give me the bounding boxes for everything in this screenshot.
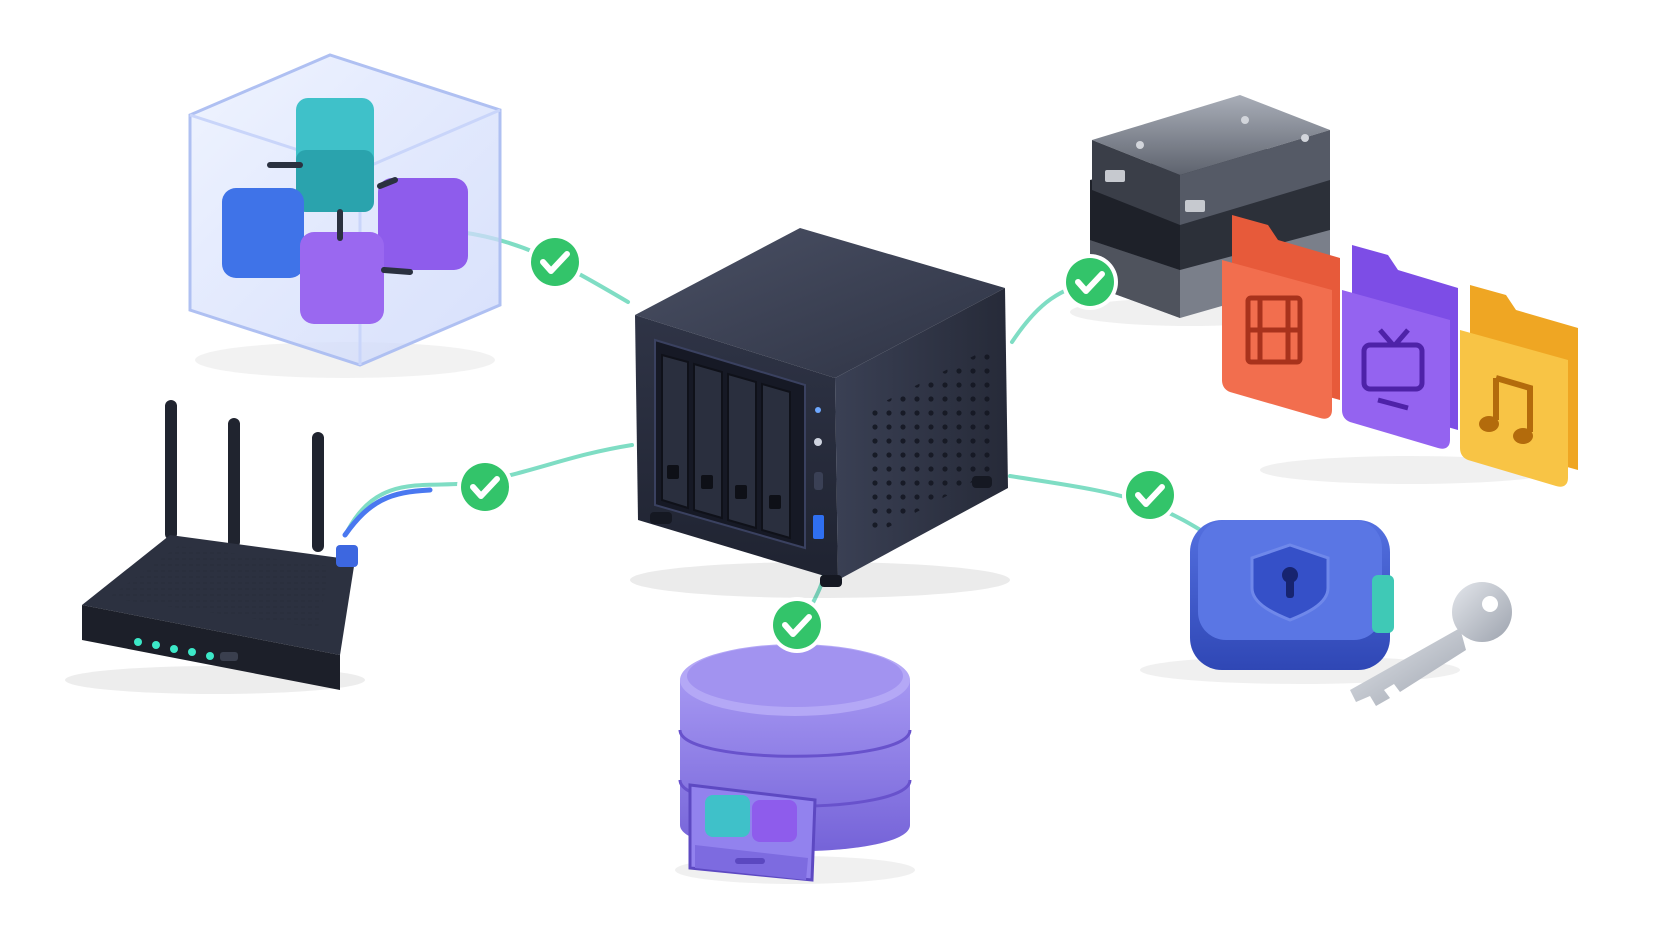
encrypted-key-icon [1140, 520, 1512, 706]
drive-bays [661, 353, 791, 540]
check-badge-containers [527, 234, 583, 290]
check-badge-drives [1062, 254, 1118, 310]
router-cable [342, 487, 433, 538]
check-badge-security [1122, 467, 1178, 523]
connection-status-badges [457, 234, 1178, 653]
film-icon [1245, 295, 1303, 365]
database-drawer-icon [675, 644, 915, 884]
container-cube-icon [188, 53, 502, 378]
check-badge-database [769, 597, 825, 653]
media-folders-icon [1222, 215, 1578, 487]
tv-icon [1361, 328, 1425, 411]
key-icon [1350, 582, 1512, 706]
music-folder [1460, 285, 1578, 487]
wifi-router-icon [65, 400, 365, 694]
check-badge-router [457, 459, 513, 515]
tv-folder [1342, 245, 1458, 449]
music-note-icon [1479, 375, 1533, 444]
film-folder [1222, 215, 1340, 419]
nas-device [630, 228, 1010, 598]
